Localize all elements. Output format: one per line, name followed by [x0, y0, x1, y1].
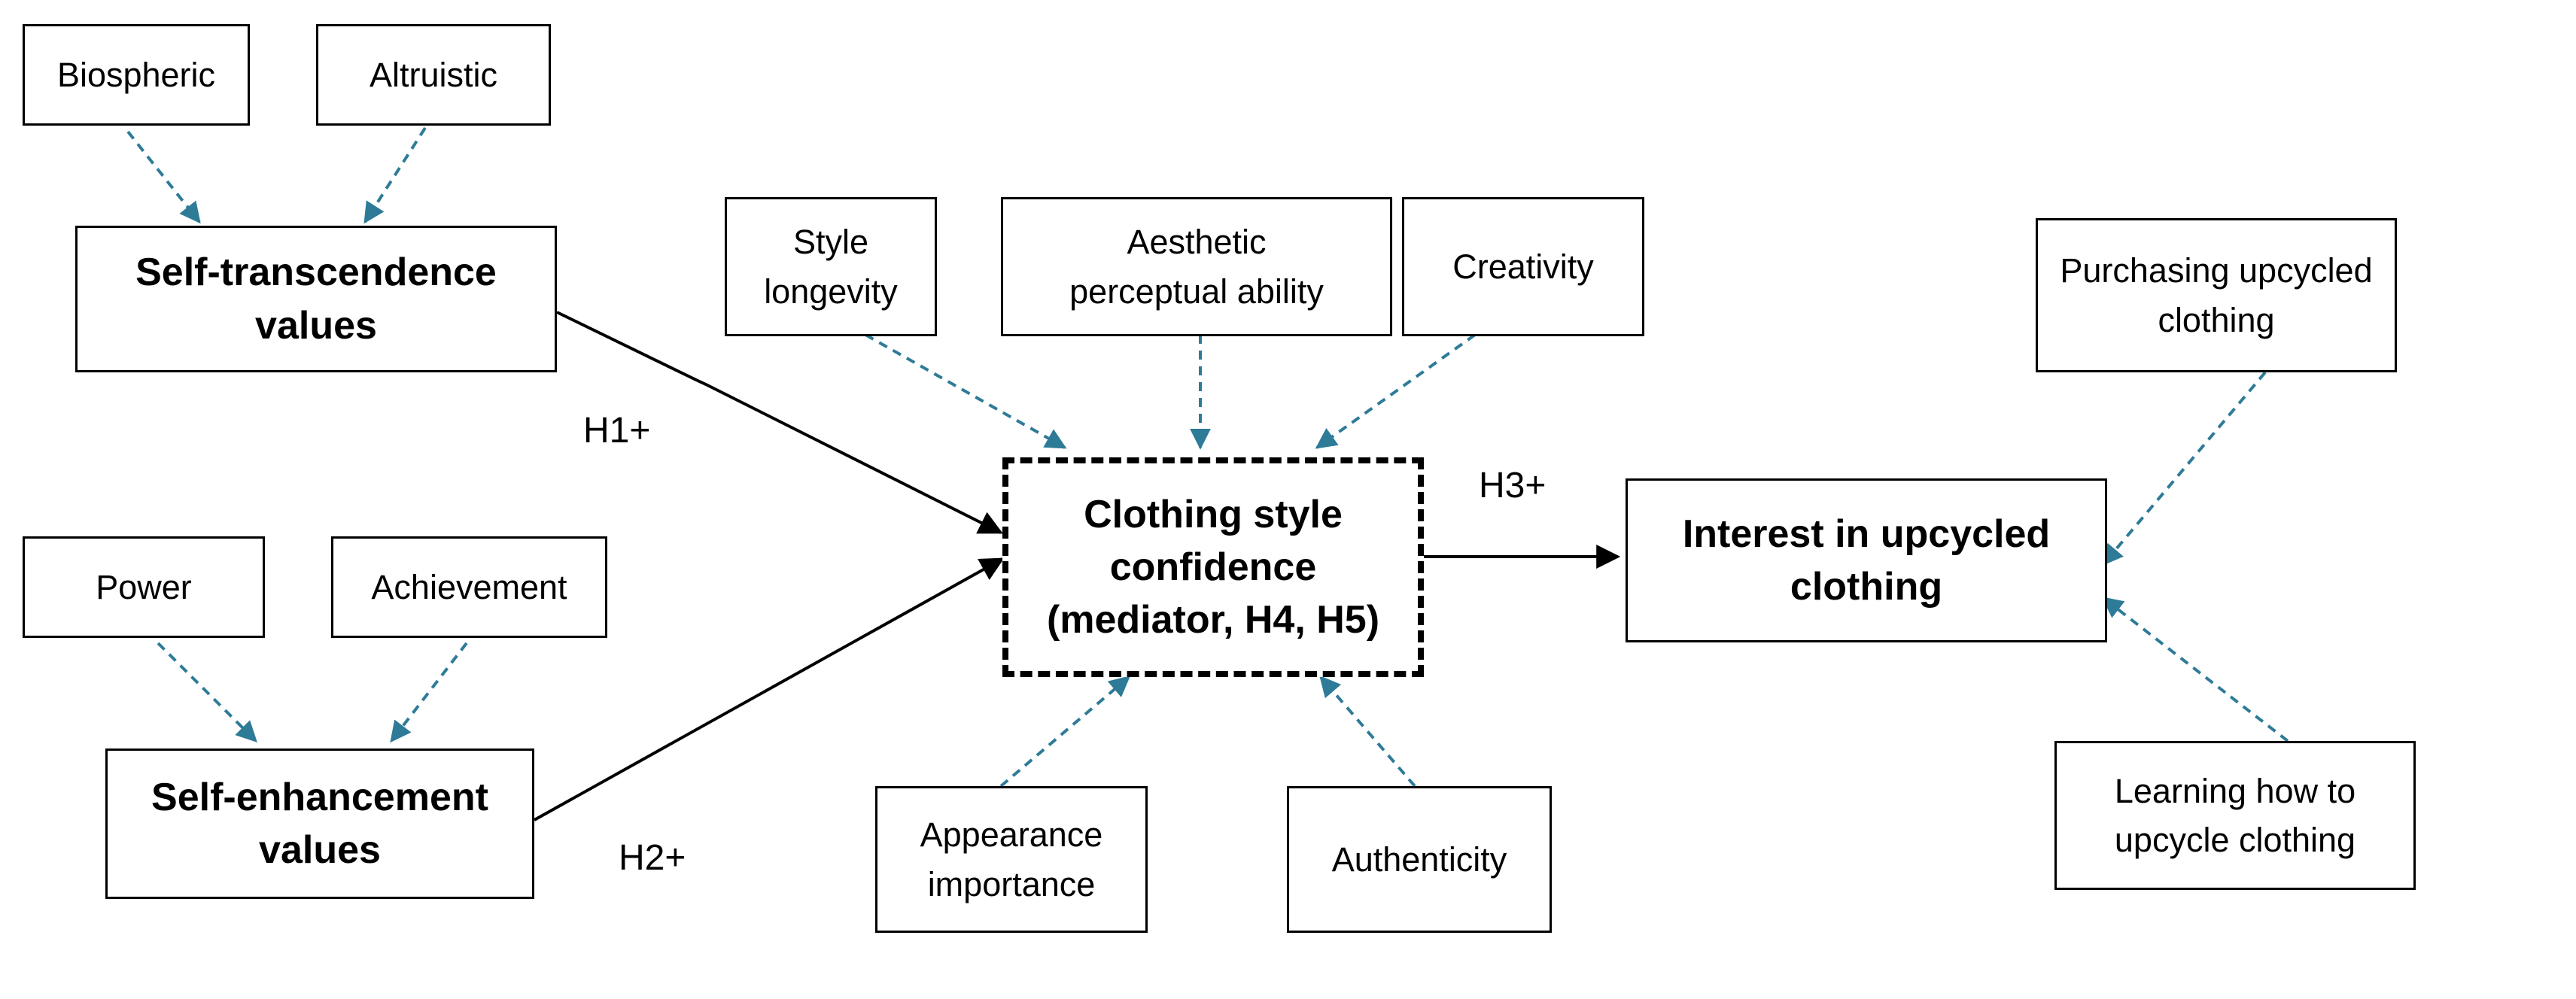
- arrow-creativity-to-clothing-style: [1315, 333, 1477, 449]
- arrow-purchasing-to-interest: [2102, 371, 2267, 566]
- creativity-box: Creativity: [1402, 197, 1644, 336]
- style-longevity-text: Style longevity: [764, 223, 898, 311]
- achievement-text: Achievement: [371, 567, 567, 606]
- h3-label: H3+: [1479, 466, 1547, 506]
- arrow-biospheric-to-self-transcendence: [126, 130, 201, 224]
- interest-text: Interest in upcycled clothing: [1682, 512, 2051, 609]
- self-enhancement-text: Self-enhancement values: [151, 775, 488, 872]
- learning-text: Learning how to upcycle clothing: [2114, 771, 2356, 859]
- self-transcendence-text: Self-transcendence values: [135, 251, 497, 348]
- interest-box: Interest in upcycled clothing: [1626, 478, 2107, 642]
- h1-label: H1+: [583, 411, 651, 451]
- arrow-achievement-to-self-enhancement: [390, 642, 468, 743]
- clothing-style-text: Clothing style confidence (mediator, H4,…: [1046, 492, 1380, 642]
- arrow-h1-path: [556, 311, 1003, 534]
- power-box: Power: [23, 536, 265, 638]
- authenticity-box: Authenticity: [1287, 786, 1552, 933]
- arrow-altruistic-to-self-transcendence: [363, 126, 427, 224]
- h2-label: H2+: [619, 838, 686, 878]
- aesthetic-text: Aesthetic perceptual ability: [1069, 223, 1324, 311]
- appearance-box: Appearance importance: [875, 786, 1148, 933]
- altruistic-text: Altruistic: [369, 55, 498, 94]
- biospheric-text: Biospheric: [56, 55, 216, 94]
- authenticity-text: Authenticity: [1331, 840, 1507, 879]
- learning-box: Learning how to upcycle clothing: [2054, 741, 2416, 890]
- self-transcendence-box: Self-transcendence values: [75, 226, 557, 372]
- purchasing-box: Purchasing upcycled clothing: [2036, 218, 2397, 372]
- arrow-authenticity-to-clothing-style: [1319, 675, 1416, 788]
- purchasing-text: Purchasing upcycled clothing: [2060, 251, 2373, 339]
- power-text: Power: [96, 567, 192, 606]
- clothing-style-box: Clothing style confidence (mediator, H4,…: [1002, 457, 1424, 677]
- aesthetic-box: Aesthetic perceptual ability: [1001, 197, 1392, 336]
- altruistic-box: Altruistic: [316, 24, 551, 126]
- style-longevity-box: Style longevity: [725, 197, 937, 336]
- arrow-style-longevity-to-clothing-style: [865, 333, 1067, 449]
- achievement-box: Achievement: [331, 536, 607, 638]
- self-enhancement-box: Self-enhancement values: [105, 748, 534, 899]
- arrow-learning-to-interest: [2101, 597, 2289, 742]
- creativity-text: Creativity: [1452, 247, 1594, 286]
- arrow-h2-path: [534, 557, 1005, 821]
- arrow-appearance-to-clothing-style: [999, 676, 1131, 788]
- arrow-power-to-self-enhancement: [157, 642, 257, 742]
- biospheric-box: Biospheric: [23, 24, 250, 126]
- appearance-text: Appearance importance: [920, 815, 1103, 903]
